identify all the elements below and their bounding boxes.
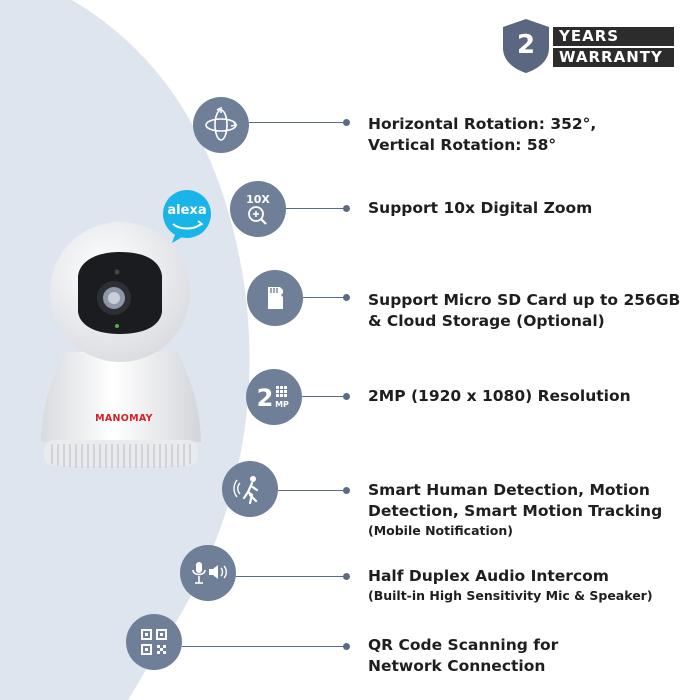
feature-motion-detection: Smart Human Detection, Motion Detection,…: [368, 480, 662, 539]
feature-connector: [236, 576, 345, 577]
feature-resolution: 2MP (1920 x 1080) Resolution: [368, 386, 631, 407]
feature-icon-sd-card: [247, 270, 303, 326]
resolution-icon-unit: MP: [275, 400, 289, 409]
feature-audio-line-1: Half Duplex Audio Intercom: [368, 567, 609, 585]
feature-audio-intercom: Half Duplex Audio Intercom (Built-in Hig…: [368, 566, 653, 604]
feature-icon-zoom: 10X: [230, 181, 286, 237]
camera-image: [41, 222, 201, 468]
feature-qr-code: QR Code Scanning for Network Connection: [368, 635, 558, 677]
feature-bullet: [343, 487, 350, 494]
feature-motion-line-1: Smart Human Detection, Motion: [368, 481, 650, 499]
qr-code-icon: [141, 629, 167, 655]
feature-bullet: [343, 393, 350, 400]
feature-icon-qr-code: [126, 614, 182, 670]
feature-bullet: [343, 573, 350, 580]
feature-zoom-line-1: Support 10x Digital Zoom: [368, 199, 593, 217]
warranty-line-warranty: WARRANTY: [553, 48, 674, 67]
feature-icon-rotation: [193, 97, 249, 153]
sd-card-icon: [268, 287, 283, 309]
feature-bullet: [343, 205, 350, 212]
resolution-icon-number: 2: [257, 384, 274, 412]
warranty-badge: 2 YEARS WARRANTY: [501, 18, 676, 74]
feature-sd-card-line-1: Support Micro SD Card up to 256GB: [368, 291, 681, 309]
feature-qr-line-2: Network Connection: [368, 657, 546, 675]
feature-resolution-line-1: 2MP (1920 x 1080) Resolution: [368, 387, 631, 405]
feature-icon-motion-detection: [222, 461, 278, 517]
feature-sd-card-line-2: & Cloud Storage (Optional): [368, 312, 605, 330]
feature-bullet: [343, 294, 350, 301]
feature-connector: [278, 490, 345, 491]
feature-connector: [286, 208, 345, 209]
feature-audio-sub: (Built-in High Sensitivity Mic & Speaker…: [368, 588, 653, 603]
feature-icon-resolution: 2 MP: [246, 369, 302, 425]
audio-intercom-icon: [192, 562, 227, 584]
feature-connector: [303, 297, 345, 298]
feature-connector: [182, 646, 345, 647]
alexa-label: alexa: [167, 203, 207, 218]
alexa-logo-icon: [163, 190, 211, 243]
feature-connector: [302, 396, 345, 397]
feature-rotation-line-2: Vertical Rotation: 58°: [368, 136, 557, 154]
feature-icon-audio-intercom: [180, 545, 236, 601]
warranty-line-years: YEARS: [553, 27, 674, 46]
feature-motion-line-2: Detection, Smart Motion Tracking: [368, 502, 663, 520]
shield-icon: [503, 19, 549, 73]
feature-rotation: Horizontal Rotation: 352°, Vertical Rota…: [368, 114, 596, 156]
feature-connector: [249, 122, 345, 123]
zoom-icon: 10X: [246, 193, 270, 225]
motion-detection-icon: [233, 476, 259, 505]
feature-zoom: Support 10x Digital Zoom: [368, 198, 592, 219]
feature-sd-card: Support Micro SD Card up to 256GB & Clou…: [368, 290, 680, 332]
feature-motion-sub: (Mobile Notification): [368, 523, 513, 538]
resolution-icon: 2 MP: [257, 384, 289, 412]
zoom-icon-label: 10X: [246, 193, 270, 206]
feature-bullet: [343, 643, 350, 650]
warranty-number: 2: [516, 30, 536, 60]
brand-logo: MANOMAY: [95, 413, 153, 424]
rotation-icon: [205, 106, 238, 141]
feature-bullet: [343, 119, 350, 126]
feature-qr-line-1: QR Code Scanning for: [368, 636, 559, 654]
feature-rotation-line-1: Horizontal Rotation: 352°,: [368, 115, 597, 133]
